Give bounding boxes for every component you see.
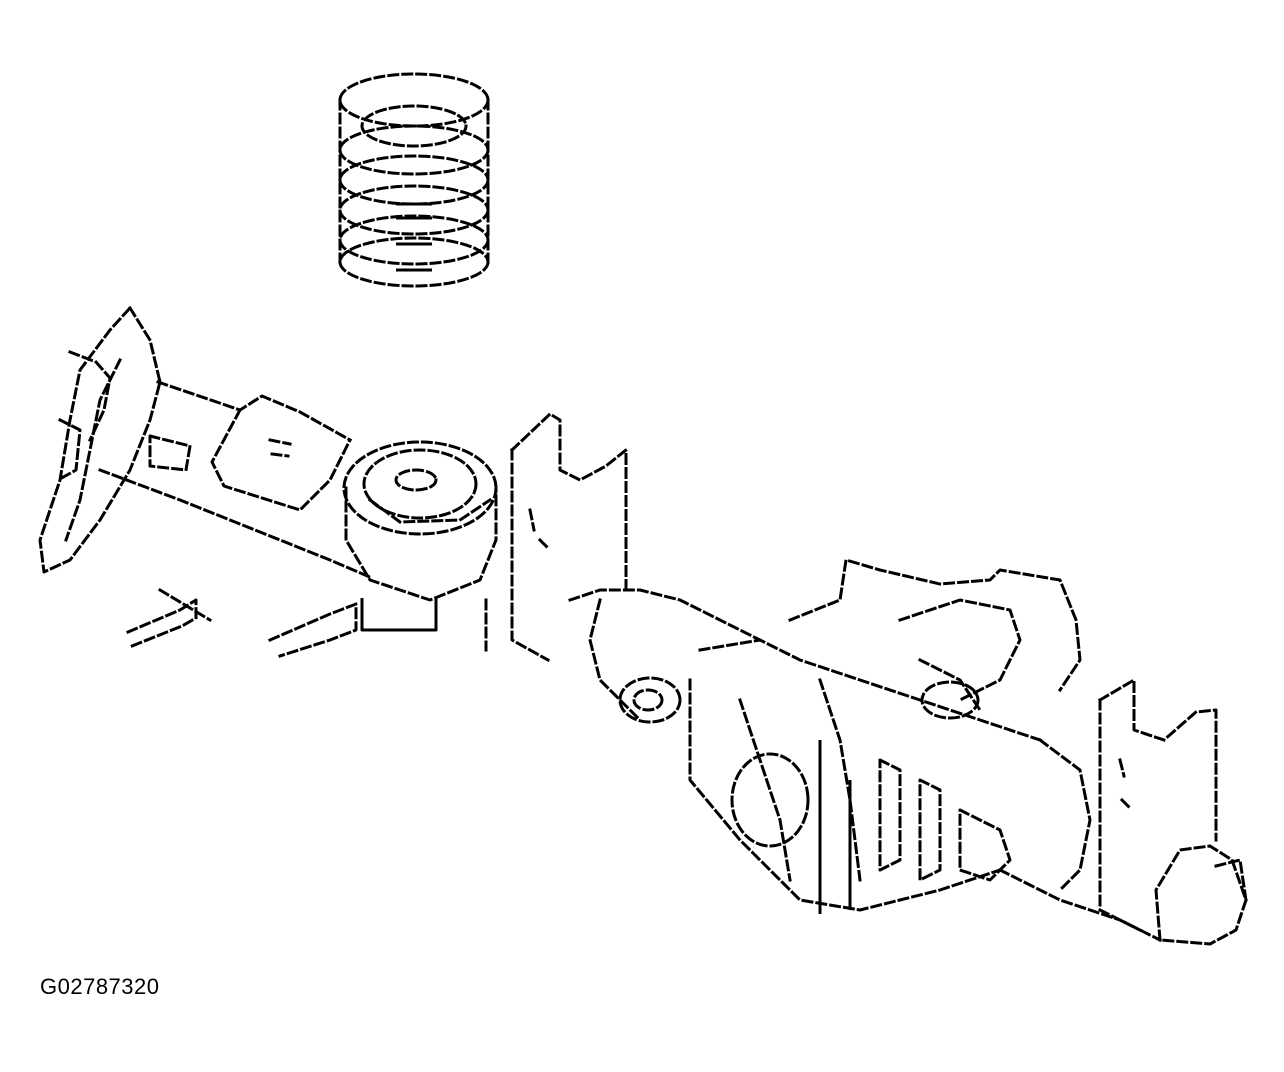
figure-id-label: G02787320 bbox=[40, 974, 160, 999]
housing-cover bbox=[788, 558, 1082, 720]
left-bolt bbox=[126, 587, 358, 658]
left-knuckle-assembly bbox=[38, 306, 162, 574]
left-mount-bracket bbox=[484, 412, 628, 663]
spring-seat bbox=[342, 440, 498, 632]
right-axle-tube bbox=[958, 737, 1163, 943]
right-axle-end bbox=[1154, 844, 1248, 946]
coil-spring bbox=[338, 72, 490, 288]
right-mount-bracket bbox=[1097, 678, 1218, 933]
differential-housing bbox=[568, 588, 1042, 914]
left-axle-tube bbox=[98, 380, 374, 580]
